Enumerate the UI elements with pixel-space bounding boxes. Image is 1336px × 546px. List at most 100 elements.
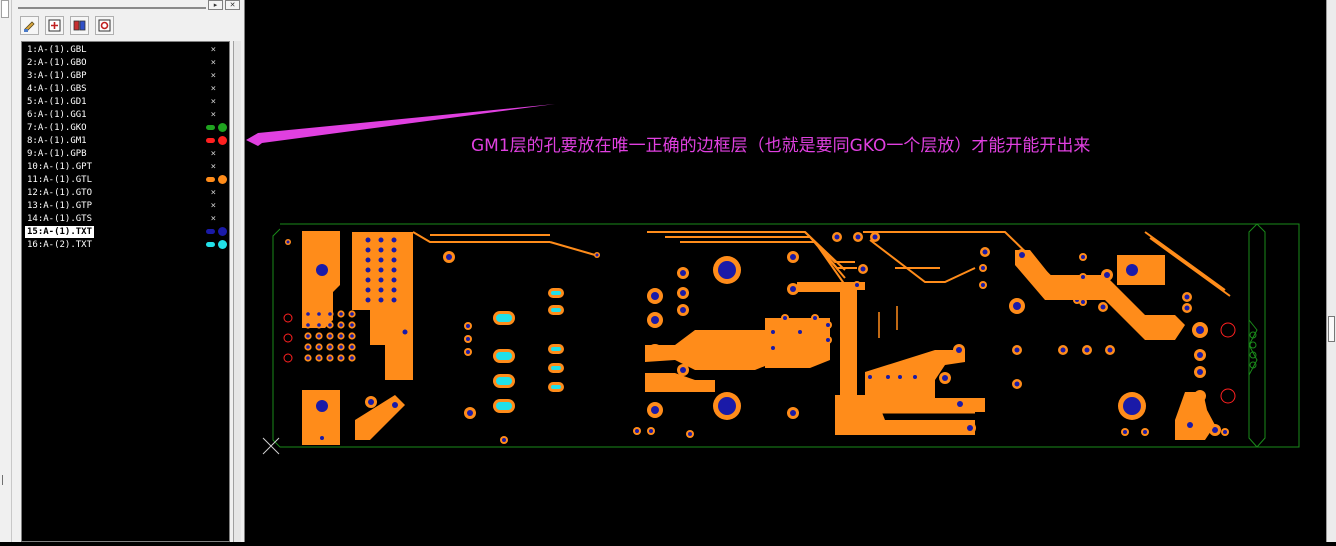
via-hole (378, 277, 384, 283)
drill-hole (651, 316, 659, 324)
copper-pour (1175, 392, 1215, 440)
slot-drill (551, 308, 561, 312)
layer-visibility-dot[interactable] (218, 175, 227, 184)
layer-row[interactable]: 15:A-(1).TXT (24, 226, 228, 238)
via-hole (365, 267, 371, 273)
layer-hidden-mark[interactable]: × (210, 71, 216, 81)
drill-hole (402, 329, 408, 335)
drill-hole (790, 410, 796, 416)
drill-hole (981, 283, 985, 287)
layer-hidden-mark[interactable]: × (210, 45, 216, 55)
drill-hole (339, 356, 343, 360)
panel-top-scrollbar: ▸ ✕ (12, 0, 245, 12)
brush-button[interactable] (20, 16, 39, 35)
drill-hole (1196, 326, 1204, 334)
layer-visibility-dot[interactable] (218, 136, 227, 145)
layer-hidden-mark[interactable]: × (210, 201, 216, 211)
drill-hole (328, 312, 332, 316)
layer-row[interactable]: 11:A-(1).GTL (24, 174, 228, 186)
right-scrollbar[interactable] (1326, 0, 1336, 542)
layer-row[interactable]: 7:A-(1).GKO (24, 122, 228, 134)
layer-name: 14:A-(1).GTS (27, 214, 93, 224)
layer-color-swatch[interactable] (206, 138, 215, 143)
drill-hole (813, 316, 817, 320)
drill-hole (1104, 272, 1110, 278)
layer-row[interactable]: 12:A-(1).GTO× (24, 187, 228, 199)
drill-hole (1123, 397, 1141, 415)
layer-name: 7:A-(1).GKO (27, 123, 87, 133)
layer-hidden-mark[interactable]: × (210, 214, 216, 224)
copper-pour (1015, 250, 1185, 340)
left-window-edge (0, 0, 12, 542)
copper-pour (765, 318, 830, 368)
layer-row[interactable]: 10:A-(1).GPT× (24, 161, 228, 173)
drill-hole (790, 254, 796, 260)
left-edge-mark (2, 475, 8, 485)
via-hole (365, 287, 371, 293)
layer-row[interactable]: 2:A-(1).GBO × (24, 57, 228, 69)
drill-hole (502, 438, 506, 442)
drill-hole (834, 234, 840, 240)
drill-hole (368, 399, 374, 405)
layer-row[interactable]: 16:A-(2).TXT (24, 239, 228, 251)
drill-hole (1013, 302, 1021, 310)
layer-color-swatch[interactable] (206, 229, 215, 234)
drill-hole (913, 375, 917, 379)
mill-hole (283, 313, 293, 323)
layer-hidden-mark[interactable]: × (210, 97, 216, 107)
layer-name: 1:A-(1).GBL (27, 45, 87, 55)
layer-name: 16:A-(2).TXT (27, 240, 93, 250)
via-hole (378, 267, 384, 273)
layer-hidden-mark[interactable]: × (210, 162, 216, 172)
via-hole (378, 247, 384, 253)
layer-color-swatch[interactable] (206, 125, 215, 130)
slot-drill (496, 352, 512, 360)
layer-color-swatch[interactable] (206, 177, 215, 182)
scroll-left-button[interactable]: ▸ (208, 0, 223, 10)
layer-visibility-dot[interactable] (218, 240, 227, 249)
layer-visibility-dot[interactable] (218, 227, 227, 236)
layer-row[interactable]: 6:A-(1).GG1× (24, 109, 228, 121)
drill-hole (286, 240, 290, 244)
layer-row[interactable]: 8:A-(1).GM1 (24, 135, 228, 147)
drill-hole (1143, 430, 1147, 434)
copper-pour (865, 350, 985, 412)
layer-hidden-mark[interactable]: × (210, 84, 216, 94)
layer-hidden-mark[interactable]: × (210, 58, 216, 68)
layer-hidden-mark[interactable]: × (210, 188, 216, 198)
layers-button[interactable] (70, 16, 89, 35)
drill-hole (771, 330, 775, 334)
copper-trace (804, 231, 857, 269)
add-layer-button[interactable] (45, 16, 64, 35)
layer-visibility-dot[interactable] (218, 123, 227, 132)
drill-hole (467, 410, 473, 416)
drill-hole (339, 323, 343, 327)
camera-button[interactable] (95, 16, 114, 35)
layer-row[interactable]: 9:A-(1).GPB× (24, 148, 228, 160)
layer-row[interactable]: 4:A-(1).GBS× (24, 83, 228, 95)
layer-row[interactable]: 13:A-(1).GTP× (24, 200, 228, 212)
layer-row[interactable]: 3:A-(1).GBP× (24, 70, 228, 82)
right-scroll-thumb[interactable] (1328, 316, 1335, 342)
layer-row[interactable]: 5:A-(1).GD1× (24, 96, 228, 108)
panel-horizontal-scroll[interactable] (18, 0, 206, 9)
layer-hidden-mark[interactable]: × (210, 149, 216, 159)
layer-row[interactable]: 1:A-(1).GBL × (24, 44, 228, 56)
copper-trace (412, 231, 596, 256)
via-hole (391, 287, 397, 293)
layer-panel: ▸ ✕ 1:A-(1).GBL (12, 0, 245, 542)
drill-hole (1223, 430, 1227, 434)
left-scrollbar[interactable] (1, 0, 9, 18)
pcb-canvas[interactable] (245, 0, 1326, 542)
copper-bus (797, 282, 865, 410)
layer-name: 2:A-(1).GBO (27, 58, 87, 68)
close-panel-button[interactable]: ✕ (225, 0, 240, 10)
panel-scroll-strip[interactable] (233, 41, 241, 542)
layer-hidden-mark[interactable]: × (210, 110, 216, 120)
drill-hole (680, 290, 686, 296)
drill-hole (1123, 430, 1127, 434)
layer-row[interactable]: 14:A-(1).GTS × (24, 213, 228, 225)
drill-hole (855, 283, 859, 287)
layer-color-swatch[interactable] (206, 242, 215, 247)
via-hole (378, 297, 384, 303)
